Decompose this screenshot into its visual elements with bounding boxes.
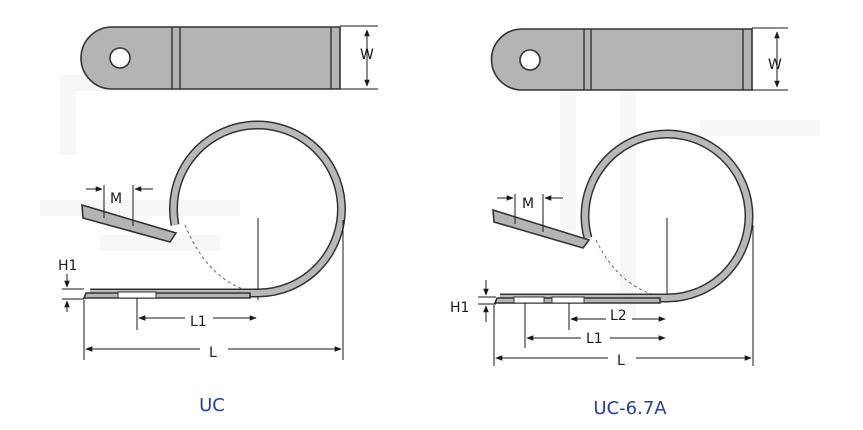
right-l-dimension: L xyxy=(493,225,754,369)
left-h1-dimension: H1 xyxy=(58,258,84,312)
left-side-view xyxy=(81,120,346,300)
right-l1-dimension: L1 xyxy=(524,303,666,348)
right-w-label: W xyxy=(768,57,782,73)
left-width-dimension: W xyxy=(340,25,378,90)
left-l-dimension: L xyxy=(83,220,344,361)
left-caption: UC xyxy=(199,395,225,416)
right-m-label: M xyxy=(522,196,534,212)
left-l-label: L xyxy=(209,345,217,361)
mounting-hole xyxy=(519,49,541,71)
right-side-view xyxy=(492,129,754,304)
right-l2-label: L2 xyxy=(610,308,627,324)
mounting-hole xyxy=(109,47,131,69)
left-m-dimension: M xyxy=(86,185,153,226)
left-w-label: W xyxy=(360,47,374,63)
right-clip: W M H1 xyxy=(450,27,788,419)
left-clip: W M xyxy=(58,25,378,416)
right-m-dimension: M xyxy=(497,194,563,232)
right-h1-label: H1 xyxy=(450,300,469,316)
right-l2-dimension: L2 xyxy=(568,303,666,330)
right-width-dimension: W xyxy=(752,27,788,91)
right-caption: UC-6.7A xyxy=(593,398,667,419)
left-h1-label: H1 xyxy=(58,258,77,274)
right-l1-label: L1 xyxy=(586,331,603,347)
right-h1-dimension: H1 xyxy=(450,280,496,322)
right-l-label: L xyxy=(617,353,625,369)
left-top-view xyxy=(80,26,341,90)
watermark xyxy=(40,60,820,320)
left-m-label: M xyxy=(110,191,122,207)
left-l1-label: L1 xyxy=(190,314,207,330)
left-l1-dimension: L1 xyxy=(136,298,257,330)
right-top-view xyxy=(490,28,753,91)
